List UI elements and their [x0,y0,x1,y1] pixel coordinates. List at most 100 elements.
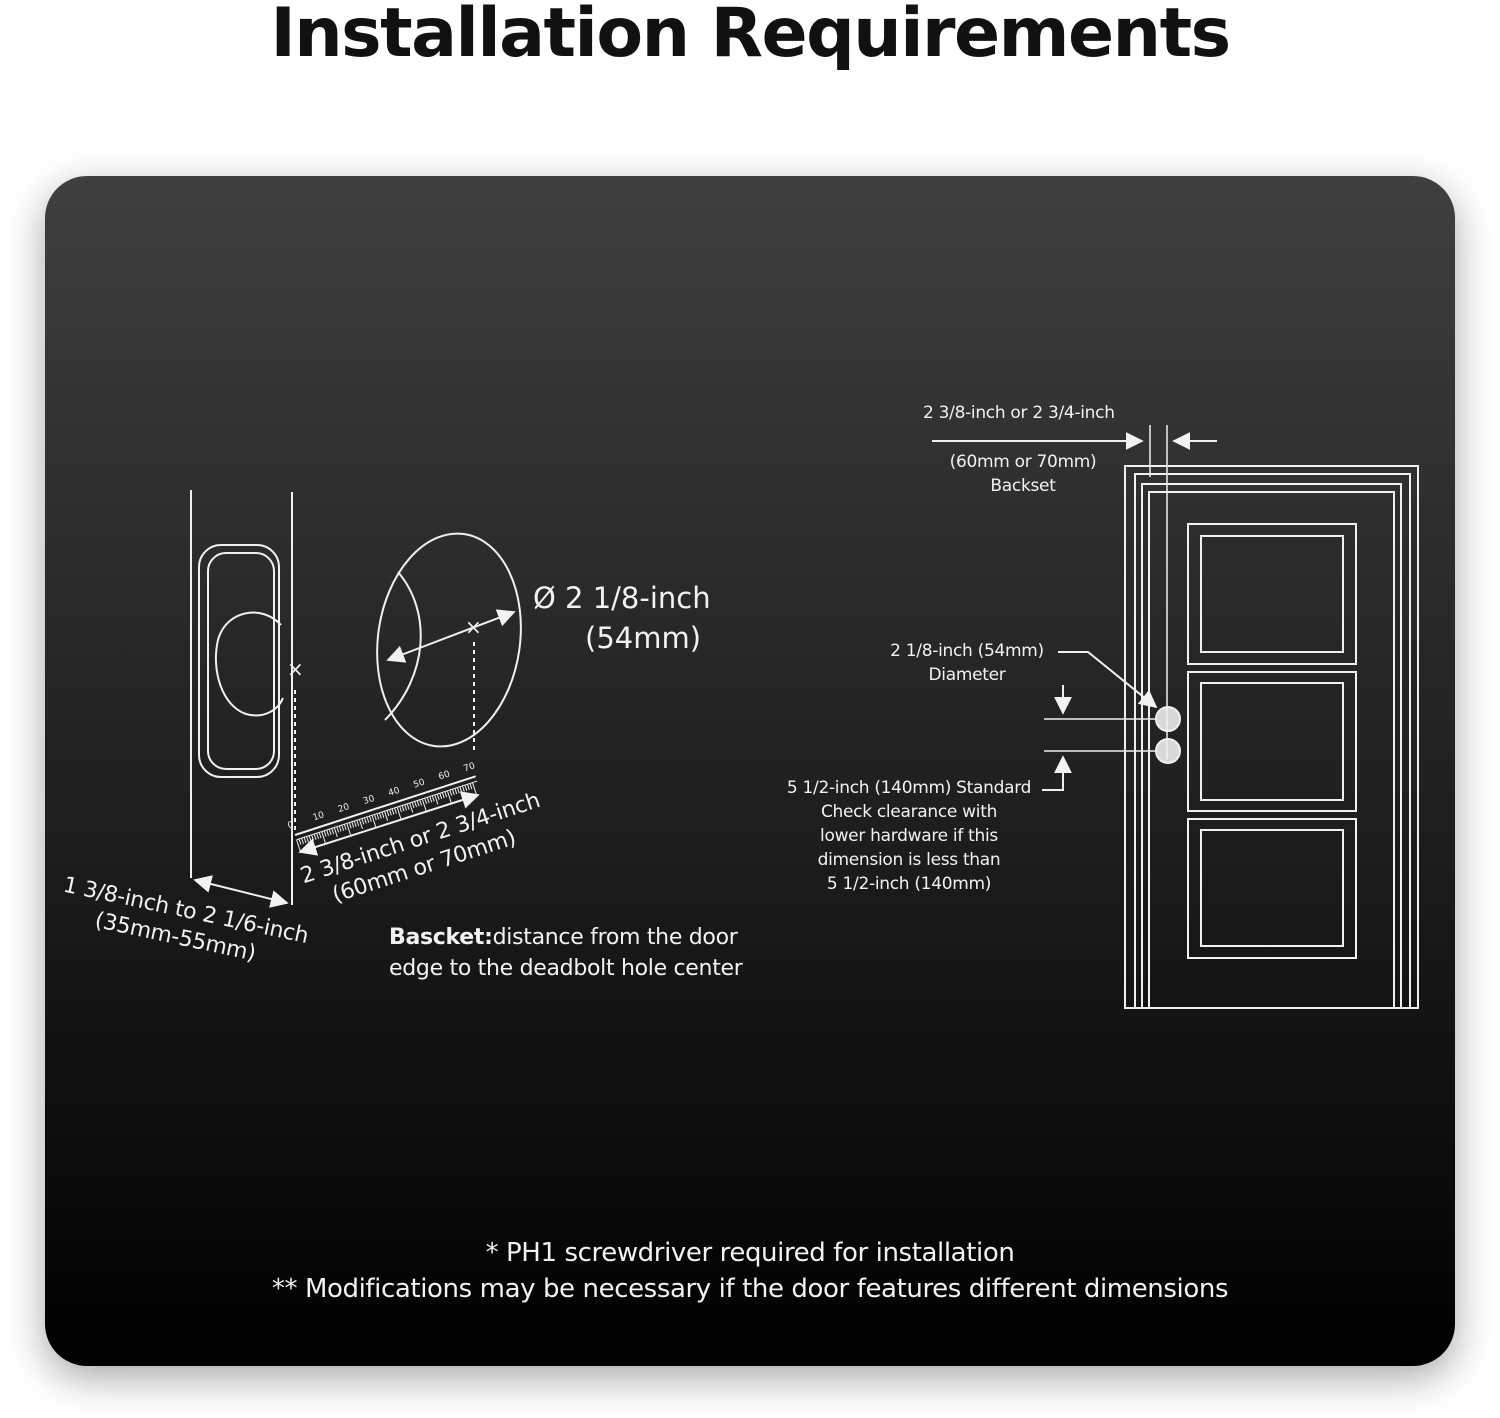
ruler-tick [381,811,385,818]
door-diameter-label: 2 1/8-inch (54mm) Diameter [882,639,1052,687]
ruler-tick [376,813,380,820]
hole-spacing-line: dimension is less than [817,850,1001,870]
ruler-tick [404,804,407,811]
door-diameter-size: 2 1/8-inch (54mm) [890,641,1044,661]
ruler-tick-label: 40 [387,786,401,799]
ruler-tick [451,788,455,795]
door-diameter-word: Diameter [928,665,1006,685]
ruler-tick [416,800,420,807]
ruler-tick [424,797,428,804]
backset-note-text-line2: edge to the deadbolt hole center [389,956,743,981]
ruler-tick [306,836,309,843]
ruler-tick [409,802,414,813]
door-drawing [932,425,1419,1009]
hole-diameter-mm: (54mm) [585,621,702,655]
ruler-tick-label: 60 [437,769,451,782]
ruler-tick-label: 70 [463,761,477,774]
ruler-tick [363,817,367,824]
hole-spacing-label: 5 1/2-inch (140mm) Standard Check cleara… [784,776,1034,896]
ruler-tick [436,793,440,800]
door-backset-mm: (60mm or 70mm) [949,452,1097,472]
ruler-tick [318,832,322,839]
ruler-tick [401,805,405,812]
footer-notes: * PH1 screwdriver required for installat… [45,1235,1455,1307]
hole-diameter-label: Ø 2 1/8-inch (54mm) [533,578,711,658]
ruler-tick [313,833,317,840]
ruler-tick [328,828,332,835]
ruler-tick [343,824,347,831]
ruler-tick [456,787,460,794]
svg-text:×: × [465,615,482,639]
ruler-tick [399,806,402,813]
hole-spacing-line: 5 1/2-inch (140mm) Standard [786,778,1032,798]
hole-diameter-inch: Ø 2 1/8-inch [533,581,711,615]
footer-note-modifications: ** Modifications may be necessary if the… [271,1274,1229,1304]
footer-note-screwdriver: * PH1 screwdriver required for installat… [485,1238,1015,1268]
ruler-tick [353,820,357,827]
ruler-tick [311,834,314,841]
ruler-tick-label: 30 [362,794,376,807]
ruler-tick [472,782,478,797]
ruler-tick-label: 50 [412,778,426,791]
ruler-tick [444,791,448,798]
ruler-tick [414,801,418,808]
ruler-tick [394,807,397,814]
ruler-tick [426,797,430,804]
ruler-tick [308,835,313,846]
door-backset-label-line1: 2 3/8-inch or 2 3/4-inch [923,403,1115,423]
ruler-tick [384,811,389,821]
ruler-tick [389,809,392,816]
ruler-tick [316,833,319,840]
ruler-tick [323,830,327,837]
ruler-tick [338,825,342,832]
ruler-tick [298,838,302,845]
ruler-tick [406,803,410,810]
ruler-tick [411,802,415,809]
ruler-tick [419,799,423,806]
ruler-tick [348,822,352,829]
ruler-tick [336,826,340,833]
ruler-tick-label: 0 [287,820,296,831]
door-backset-label: (60mm or 70mm) Backset [923,450,1123,498]
ruler-tick [333,827,338,838]
svg-text:×: × [287,657,304,681]
hole-spacing-line: Check clearance with [820,802,998,822]
backset-note: Bascket:distance from the door edge to t… [389,922,743,984]
ruler-tick [358,819,363,830]
ruler-tick [341,824,345,831]
diagram-panel [45,176,1455,1366]
ruler-tick [351,821,355,828]
ruler-tick [469,783,473,790]
hole-spacing-line: 5 1/2-inch (140mm) [826,874,992,894]
backset-note-term: Bascket: [389,925,493,950]
ruler-tick [439,793,443,800]
ruler-tick [391,808,395,815]
ruler-tick [431,795,435,802]
ruler-tick [386,810,390,817]
ruler-tick-label: 20 [337,802,351,815]
ruler-tick [326,829,330,836]
page-title: Installation Requirements [270,0,1231,73]
backset-note-text: distance from the door [492,925,738,950]
ruler-tick [368,815,372,822]
ruler-tick [449,789,453,796]
bore-hole-drawing: × [376,532,522,750]
ruler-tick [361,818,365,825]
ruler-tick [301,837,304,844]
hole-spacing-line: lower hardware if this [820,826,998,846]
ruler-tick [429,796,433,803]
ruler-tick [461,785,465,792]
ruler-tick [356,820,360,827]
ruler-tick [379,812,382,819]
ruler-tick [366,816,370,823]
ruler-tick [454,788,458,795]
door-edge-drawing: × [190,490,304,908]
door-backset-word: Backset [990,476,1056,496]
ruler-tick [373,814,377,821]
ruler-tick [434,794,439,805]
ruler-tick [441,792,445,799]
ruler-tick-label: 10 [312,810,326,823]
ruler-tick [464,784,468,791]
ruler-tick [466,784,470,791]
